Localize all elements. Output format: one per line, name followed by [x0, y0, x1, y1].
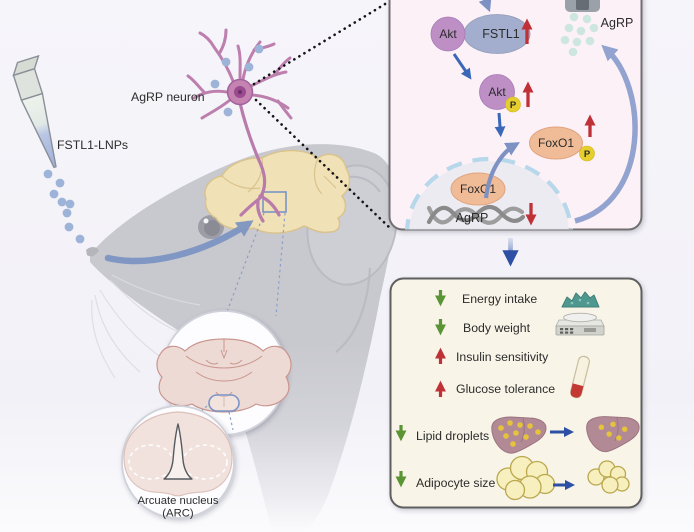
adipocyte-icon: [496, 455, 556, 501]
neuron-dendrites: [186, 28, 293, 120]
outcome-row: Insulin sensitivity: [435, 347, 549, 364]
neuron-axon: [238, 101, 281, 223]
foxo1-phospho-label: FoxO1: [538, 136, 574, 150]
hypothalamus-highlight: [208, 394, 240, 412]
pipette-icon: [12, 54, 57, 169]
akt-complex-label: Akt: [439, 27, 457, 41]
outcome-row: Lipid droplets: [395, 416, 640, 454]
entry-arrow: [478, 0, 492, 13]
akt-phospho-badge-label: P: [510, 100, 517, 111]
arc-label-line1: Arcuate nucleus: [137, 495, 218, 507]
secretion-channel-icon: [565, 0, 600, 12]
scale-icon: [555, 312, 605, 336]
foxo1-phospho: [529, 126, 583, 160]
zoom-dashed-lines: [224, 212, 286, 318]
neuron-lnp-dots: [210, 44, 264, 117]
akt-phospho-label: Akt: [488, 85, 506, 99]
brain-zoom-square: [262, 191, 287, 213]
third-ventricle: [163, 423, 193, 480]
akt-phospho-badge: [505, 96, 521, 113]
mouse-leg-line: [335, 267, 372, 353]
injection-arrow: [104, 220, 254, 265]
magnifier-dotted-lines: [252, 0, 392, 230]
outcome-label: Energy intake: [462, 292, 537, 306]
akt-activation-arrow: [452, 53, 472, 80]
neuron-label: AgRP neuron: [131, 90, 205, 104]
mouse-whiskers: [91, 274, 201, 379]
liver-icon: [491, 416, 547, 454]
outcome-row: Glucose tolerance: [435, 380, 555, 397]
injection-label: FSTL1-LNPs: [57, 138, 128, 152]
foxo1-phospho-badge-label: P: [584, 149, 591, 160]
outcome-box: [389, 277, 643, 509]
dna-helix: [426, 204, 526, 225]
arc-label-line2: (ARC): [162, 508, 194, 520]
outcome-label: Adipocyte size: [416, 476, 495, 490]
outcome-row: Body weight: [435, 312, 605, 336]
akt-protein: [430, 16, 466, 52]
coronal-details: [185, 339, 263, 407]
arc-inset: Arcuate nucleus (ARC): [121, 405, 235, 520]
outcome-row: Adipocyte size: [395, 455, 630, 501]
outcome-row: Energy intake: [435, 290, 600, 308]
foxo1-signal-arrow: [494, 112, 506, 138]
coronal-inset: [156, 310, 292, 436]
fstl1-label: FSTL1: [482, 27, 520, 41]
agrp-secreted-label: AgRP: [601, 16, 634, 30]
outcome-label: Insulin sensitivity: [456, 350, 549, 364]
secretion-arrow: [574, 44, 638, 224]
pathway-content: AgRP FoxO1 AgRP Akt FSTL1 Akt: [404, 0, 638, 230]
outcome-label: Lipid droplets: [416, 429, 489, 443]
nucleus: [409, 161, 569, 230]
food-pellets-icon: [561, 291, 600, 308]
lnp-trail: [43, 169, 85, 244]
liver-icon: [586, 416, 640, 453]
secreted-agrp-dots: [560, 12, 599, 57]
neuron-nucleolus: [238, 90, 242, 94]
akt-phospho: [479, 74, 515, 110]
agrp-gene-label: AgRP: [456, 211, 489, 225]
foxo1-nuclear-label: FoxO1: [460, 182, 496, 196]
outcome-label: Body weight: [463, 321, 531, 335]
coronal-section: [156, 338, 292, 413]
foxo1-export-arrow: [483, 142, 520, 199]
mouse-nose: [86, 247, 99, 257]
agrp-neuron: [186, 28, 293, 223]
adipocyte-icon: [587, 460, 630, 494]
blood-tube-icon: [570, 355, 590, 399]
outcome-label: Glucose tolerance: [456, 382, 555, 396]
foxo1-phospho-badge: [579, 145, 595, 162]
